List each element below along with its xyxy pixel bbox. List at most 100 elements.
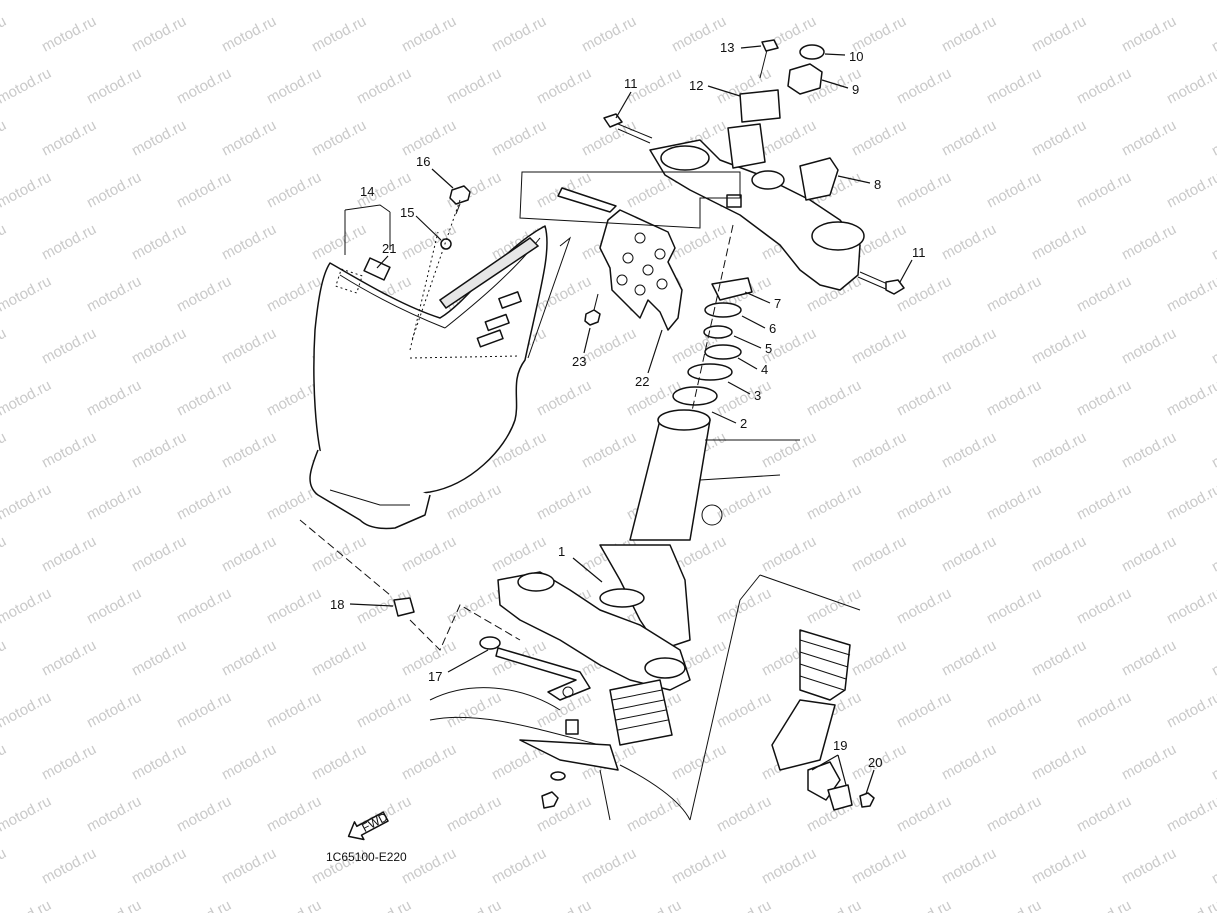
part-label: 21 <box>382 241 396 256</box>
watermark-text: motod.ru <box>804 585 864 628</box>
watermark-text: motod.ru <box>219 117 279 160</box>
watermark-text: motod.ru <box>984 585 1044 628</box>
watermark-text: motod.ru <box>309 741 369 784</box>
watermark-text: motod.ru <box>1209 845 1217 888</box>
watermark-text: motod.ru <box>939 741 999 784</box>
watermark-text: motod.ru <box>849 845 909 888</box>
watermark-text: motod.ru <box>894 0 954 4</box>
watermark-text: motod.ru <box>1029 221 1089 264</box>
part-label: 11 <box>624 76 638 91</box>
watermark-text: motod.ru <box>1164 273 1217 316</box>
watermark-text: motod.ru <box>39 429 99 472</box>
watermark-text: motod.ru <box>84 65 144 108</box>
watermark-text: motod.ru <box>264 0 324 4</box>
part-label: 18 <box>330 597 344 612</box>
watermark-text: motod.ru <box>1119 741 1179 784</box>
watermark-text: motod.ru <box>0 741 9 784</box>
watermark-text: motod.ru <box>219 325 279 368</box>
watermark-text: motod.ru <box>939 845 999 888</box>
watermark-text: motod.ru <box>534 481 594 524</box>
watermark-text: motod.ru <box>174 585 234 628</box>
part-label: 1 <box>558 544 565 559</box>
watermark-text: motod.ru <box>804 481 864 524</box>
watermark-text: motod.ru <box>264 585 324 628</box>
part-label: 20 <box>868 755 882 770</box>
part-label: 11 <box>912 245 926 260</box>
watermark-text: motod.ru <box>1029 117 1089 160</box>
watermark-text: motod.ru <box>219 533 279 576</box>
watermark-text: motod.ru <box>534 0 594 4</box>
watermark-text: motod.ru <box>849 325 909 368</box>
watermark-text: motod.ru <box>534 377 594 420</box>
watermark-text: motod.ru <box>1209 637 1217 680</box>
watermark-text: motod.ru <box>84 585 144 628</box>
watermark-text: motod.ru <box>1164 585 1217 628</box>
watermark-text: motod.ru <box>894 793 954 836</box>
watermark-text: motod.ru <box>1029 845 1089 888</box>
watermark-text: motod.ru <box>1209 741 1217 784</box>
watermark-text: motod.ru <box>0 429 9 472</box>
watermark-text: motod.ru <box>489 117 549 160</box>
watermark-text: motod.ru <box>669 845 729 888</box>
watermark-text: motod.ru <box>309 117 369 160</box>
watermark-text: motod.ru <box>0 897 54 913</box>
watermark-text: motod.ru <box>444 897 504 913</box>
decal <box>363 257 391 281</box>
watermark-text: motod.ru <box>129 325 189 368</box>
part-label: 6 <box>769 321 776 336</box>
watermark-text: motod.ru <box>174 273 234 316</box>
watermark-text: motod.ru <box>1074 897 1134 913</box>
watermark-text: motod.ru <box>129 221 189 264</box>
watermark-text: motod.ru <box>714 585 774 628</box>
part-label: 2 <box>740 416 747 431</box>
watermark-text: motod.ru <box>84 273 144 316</box>
watermark-text: motod.ru <box>1074 169 1134 212</box>
watermark-text: motod.ru <box>894 897 954 913</box>
watermark-text: motod.ru <box>759 117 819 160</box>
watermark-text: motod.ru <box>219 429 279 472</box>
watermark-text: motod.ru <box>219 845 279 888</box>
watermark-text: motod.ru <box>1119 533 1179 576</box>
diagram-code: 1C65100-E220 <box>326 850 407 864</box>
watermark-text: motod.ru <box>39 741 99 784</box>
watermark-text: motod.ru <box>849 637 909 680</box>
steering-nut <box>787 63 823 95</box>
watermark-text: motod.ru <box>894 689 954 732</box>
watermark-text: motod.ru <box>0 689 54 732</box>
lower-bolt <box>541 771 566 809</box>
watermark-text: motod.ru <box>1119 429 1179 472</box>
watermark-text: motod.ru <box>174 481 234 524</box>
watermark-text: motod.ru <box>1209 533 1217 576</box>
watermark-text: motod.ru <box>264 897 324 913</box>
washer-15 <box>440 238 452 250</box>
watermark-text: motod.ru <box>984 65 1044 108</box>
watermark-text: motod.ru <box>894 481 954 524</box>
watermark-text: motod.ru <box>84 169 144 212</box>
watermark-text: motod.ru <box>1029 741 1089 784</box>
watermark-text: motod.ru <box>219 741 279 784</box>
watermark-text: motod.ru <box>309 637 369 680</box>
washer-stack <box>672 224 753 421</box>
watermark-text: motod.ru <box>1164 65 1217 108</box>
hose-guide <box>479 636 591 735</box>
watermark-text: motod.ru <box>174 377 234 420</box>
watermark-text: motod.ru <box>0 117 9 160</box>
watermark-text: motod.ru <box>129 429 189 472</box>
watermark-text: motod.ru <box>714 689 774 732</box>
watermark-text: motod.ru <box>1164 897 1217 913</box>
watermark-text: motod.ru <box>0 533 9 576</box>
watermark-text: motod.ru <box>0 793 54 836</box>
watermark-text: motod.ru <box>84 0 144 4</box>
watermark-text: motod.ru <box>1164 481 1217 524</box>
fork-boot <box>609 679 673 746</box>
steering-head-pipe <box>599 409 800 651</box>
watermark-text: motod.ru <box>219 637 279 680</box>
watermark-text: motod.ru <box>489 13 549 56</box>
watermark-text: motod.ru <box>39 13 99 56</box>
watermark-text: motod.ru <box>1209 13 1217 56</box>
watermark-text: motod.ru <box>174 793 234 836</box>
watermark-text: motod.ru <box>939 13 999 56</box>
watermark-text: motod.ru <box>174 0 234 4</box>
watermark-text: motod.ru <box>849 533 909 576</box>
watermark-text: motod.ru <box>219 221 279 264</box>
